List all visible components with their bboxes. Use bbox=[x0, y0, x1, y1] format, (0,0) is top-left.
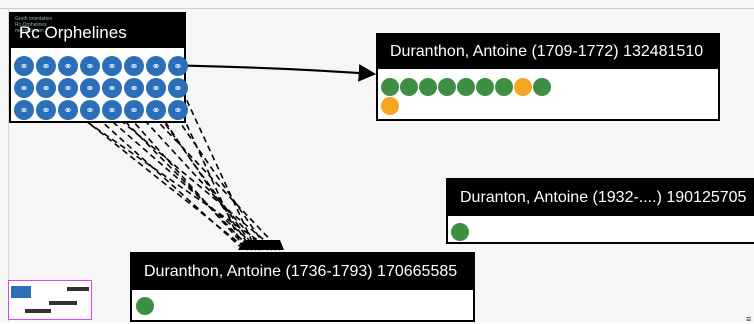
link-icon[interactable]: ⚭ bbox=[36, 100, 56, 120]
orange-record-dot[interactable] bbox=[514, 78, 532, 96]
edge-to-1736 bbox=[59, 99, 249, 251]
green-record-dot[interactable] bbox=[476, 78, 494, 96]
minimap[interactable] bbox=[8, 280, 92, 320]
link-icon[interactable]: ⚭ bbox=[14, 56, 34, 76]
link-icon[interactable]: ⚭ bbox=[168, 100, 188, 120]
green-record-dot[interactable] bbox=[400, 78, 418, 96]
link-icon[interactable]: ⚭ bbox=[146, 100, 166, 120]
green-record-dot[interactable] bbox=[438, 78, 456, 96]
source-node-header: Gruth orientation Rc Orphelines meeodb.c… bbox=[11, 14, 184, 48]
link-icon[interactable]: ⚭ bbox=[102, 100, 122, 120]
link-icon[interactable]: ⚭ bbox=[80, 100, 100, 120]
meta-line: meeodb.com bbox=[15, 28, 44, 34]
record-dots bbox=[136, 296, 155, 315]
minimap-node bbox=[25, 309, 51, 313]
link-icon[interactable]: ⚭ bbox=[146, 78, 166, 98]
link-icon[interactable]: ⚭ bbox=[168, 78, 188, 98]
person-node-title: Duranthon, Antoine (1709-1772) 132481510 bbox=[378, 35, 718, 69]
record-dots bbox=[451, 222, 470, 241]
link-icon[interactable]: ⚭ bbox=[146, 56, 166, 76]
minimap-node bbox=[67, 287, 89, 291]
minimap-source bbox=[11, 286, 31, 298]
person-node-1736[interactable]: Duranthon, Antoine (1736-1793) 170665585 bbox=[130, 252, 475, 322]
green-record-dot[interactable] bbox=[457, 78, 475, 96]
minimap-node bbox=[49, 301, 77, 305]
link-icon[interactable]: ⚭ bbox=[14, 78, 34, 98]
link-icon[interactable]: ⚭ bbox=[168, 56, 188, 76]
edge-to-1736 bbox=[147, 99, 257, 251]
orange-record-dot[interactable] bbox=[381, 97, 399, 115]
person-node-1932[interactable]: Duranton, Antoine (1932-....) 190125705 bbox=[446, 178, 754, 244]
green-record-dot[interactable] bbox=[136, 297, 154, 315]
green-record-dot[interactable] bbox=[419, 78, 437, 96]
source-node-title: Rc Orphelines bbox=[19, 23, 127, 42]
meta-line: Rc Orphelines bbox=[15, 22, 47, 28]
link-icon[interactable]: ⚭ bbox=[102, 78, 122, 98]
source-link-grid: ⚭⚭⚭⚭⚭⚭⚭⚭⚭⚭⚭⚭⚭⚭⚭⚭⚭⚭⚭⚭⚭⚭⚭⚭ bbox=[14, 56, 188, 120]
meta-line: Gruth orientation bbox=[15, 16, 53, 22]
link-icon[interactable]: ⚭ bbox=[124, 56, 144, 76]
green-record-dot[interactable] bbox=[533, 78, 551, 96]
link-icon[interactable]: ⚭ bbox=[58, 56, 78, 76]
green-record-dot[interactable] bbox=[451, 223, 469, 241]
arrowhead-cluster bbox=[238, 240, 284, 250]
record-dots bbox=[381, 77, 561, 115]
link-icon[interactable]: ⚭ bbox=[124, 100, 144, 120]
person-node-title: Duranton, Antoine (1932-....) 190125705 bbox=[448, 180, 754, 216]
source-node-rc-orphelines[interactable]: Gruth orientation Rc Orphelines meeodb.c… bbox=[9, 12, 188, 123]
link-icon[interactable]: ⚭ bbox=[124, 78, 144, 98]
edge-to-1736 bbox=[125, 87, 281, 251]
link-icon[interactable]: ⚭ bbox=[102, 56, 122, 76]
source-node-meta: Gruth orientation Rc Orphelines meeodb.c… bbox=[15, 16, 52, 34]
link-icon[interactable]: ⚭ bbox=[36, 78, 56, 98]
menu-icon[interactable]: ≡ bbox=[746, 314, 752, 324]
edge-to-1736 bbox=[103, 99, 253, 251]
link-icon[interactable]: ⚭ bbox=[14, 100, 34, 120]
link-icon[interactable]: ⚭ bbox=[58, 100, 78, 120]
link-icon[interactable]: ⚭ bbox=[36, 56, 56, 76]
link-icon[interactable]: ⚭ bbox=[80, 78, 100, 98]
person-node-1709[interactable]: Duranthon, Antoine (1709-1772) 132481510 bbox=[376, 33, 720, 121]
edge-to-1736 bbox=[37, 87, 273, 251]
person-node-title: Duranthon, Antoine (1736-1793) 170665585 bbox=[132, 254, 473, 290]
canvas-top-border bbox=[0, 8, 754, 9]
green-record-dot[interactable] bbox=[381, 78, 399, 96]
green-record-dot[interactable] bbox=[495, 78, 513, 96]
link-icon[interactable]: ⚭ bbox=[58, 78, 78, 98]
link-icon[interactable]: ⚭ bbox=[80, 56, 100, 76]
canvas-left-border bbox=[8, 8, 9, 322]
